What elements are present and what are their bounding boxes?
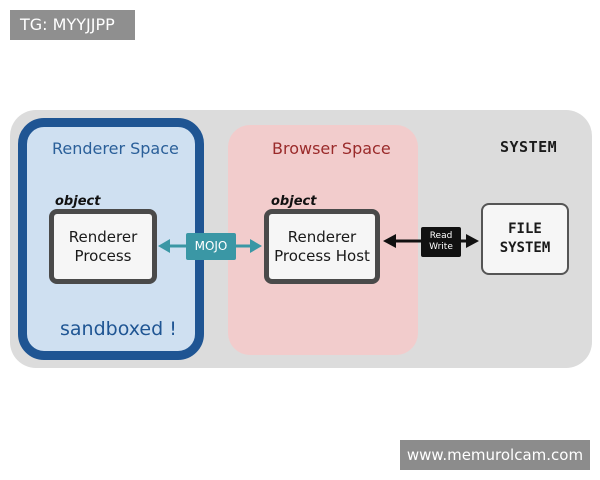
readwrite-label: Read Write bbox=[421, 227, 461, 257]
file-system-line2: SYSTEM bbox=[499, 240, 551, 256]
tag-label: TG: MYYJJPP bbox=[10, 10, 135, 40]
renderer-process-host-line2: Process Host bbox=[274, 246, 370, 265]
file-system-node: FILE SYSTEM bbox=[481, 203, 569, 275]
browser-space-label: Browser Space bbox=[272, 139, 391, 158]
renderer-process-host-node: Renderer Process Host bbox=[264, 209, 380, 284]
file-system-line1: FILE bbox=[508, 221, 542, 237]
renderer-process-node: Renderer Process bbox=[49, 209, 157, 284]
mojo-label: MOJO bbox=[186, 233, 236, 260]
write-label: Write bbox=[429, 242, 453, 252]
renderer-object-label: object bbox=[55, 194, 101, 209]
renderer-process-line2: Process bbox=[74, 246, 132, 265]
renderer-space-label: Renderer Space bbox=[52, 139, 179, 158]
browser-object-label: object bbox=[271, 194, 317, 209]
system-label: SYSTEM bbox=[500, 138, 558, 156]
sandboxed-label: sandboxed ! bbox=[60, 318, 177, 340]
renderer-process-host-line1: Renderer bbox=[287, 227, 357, 246]
renderer-process-line1: Renderer bbox=[68, 227, 138, 246]
watermark-label: www.memurolcam.com bbox=[400, 440, 590, 470]
read-label: Read bbox=[429, 231, 453, 241]
